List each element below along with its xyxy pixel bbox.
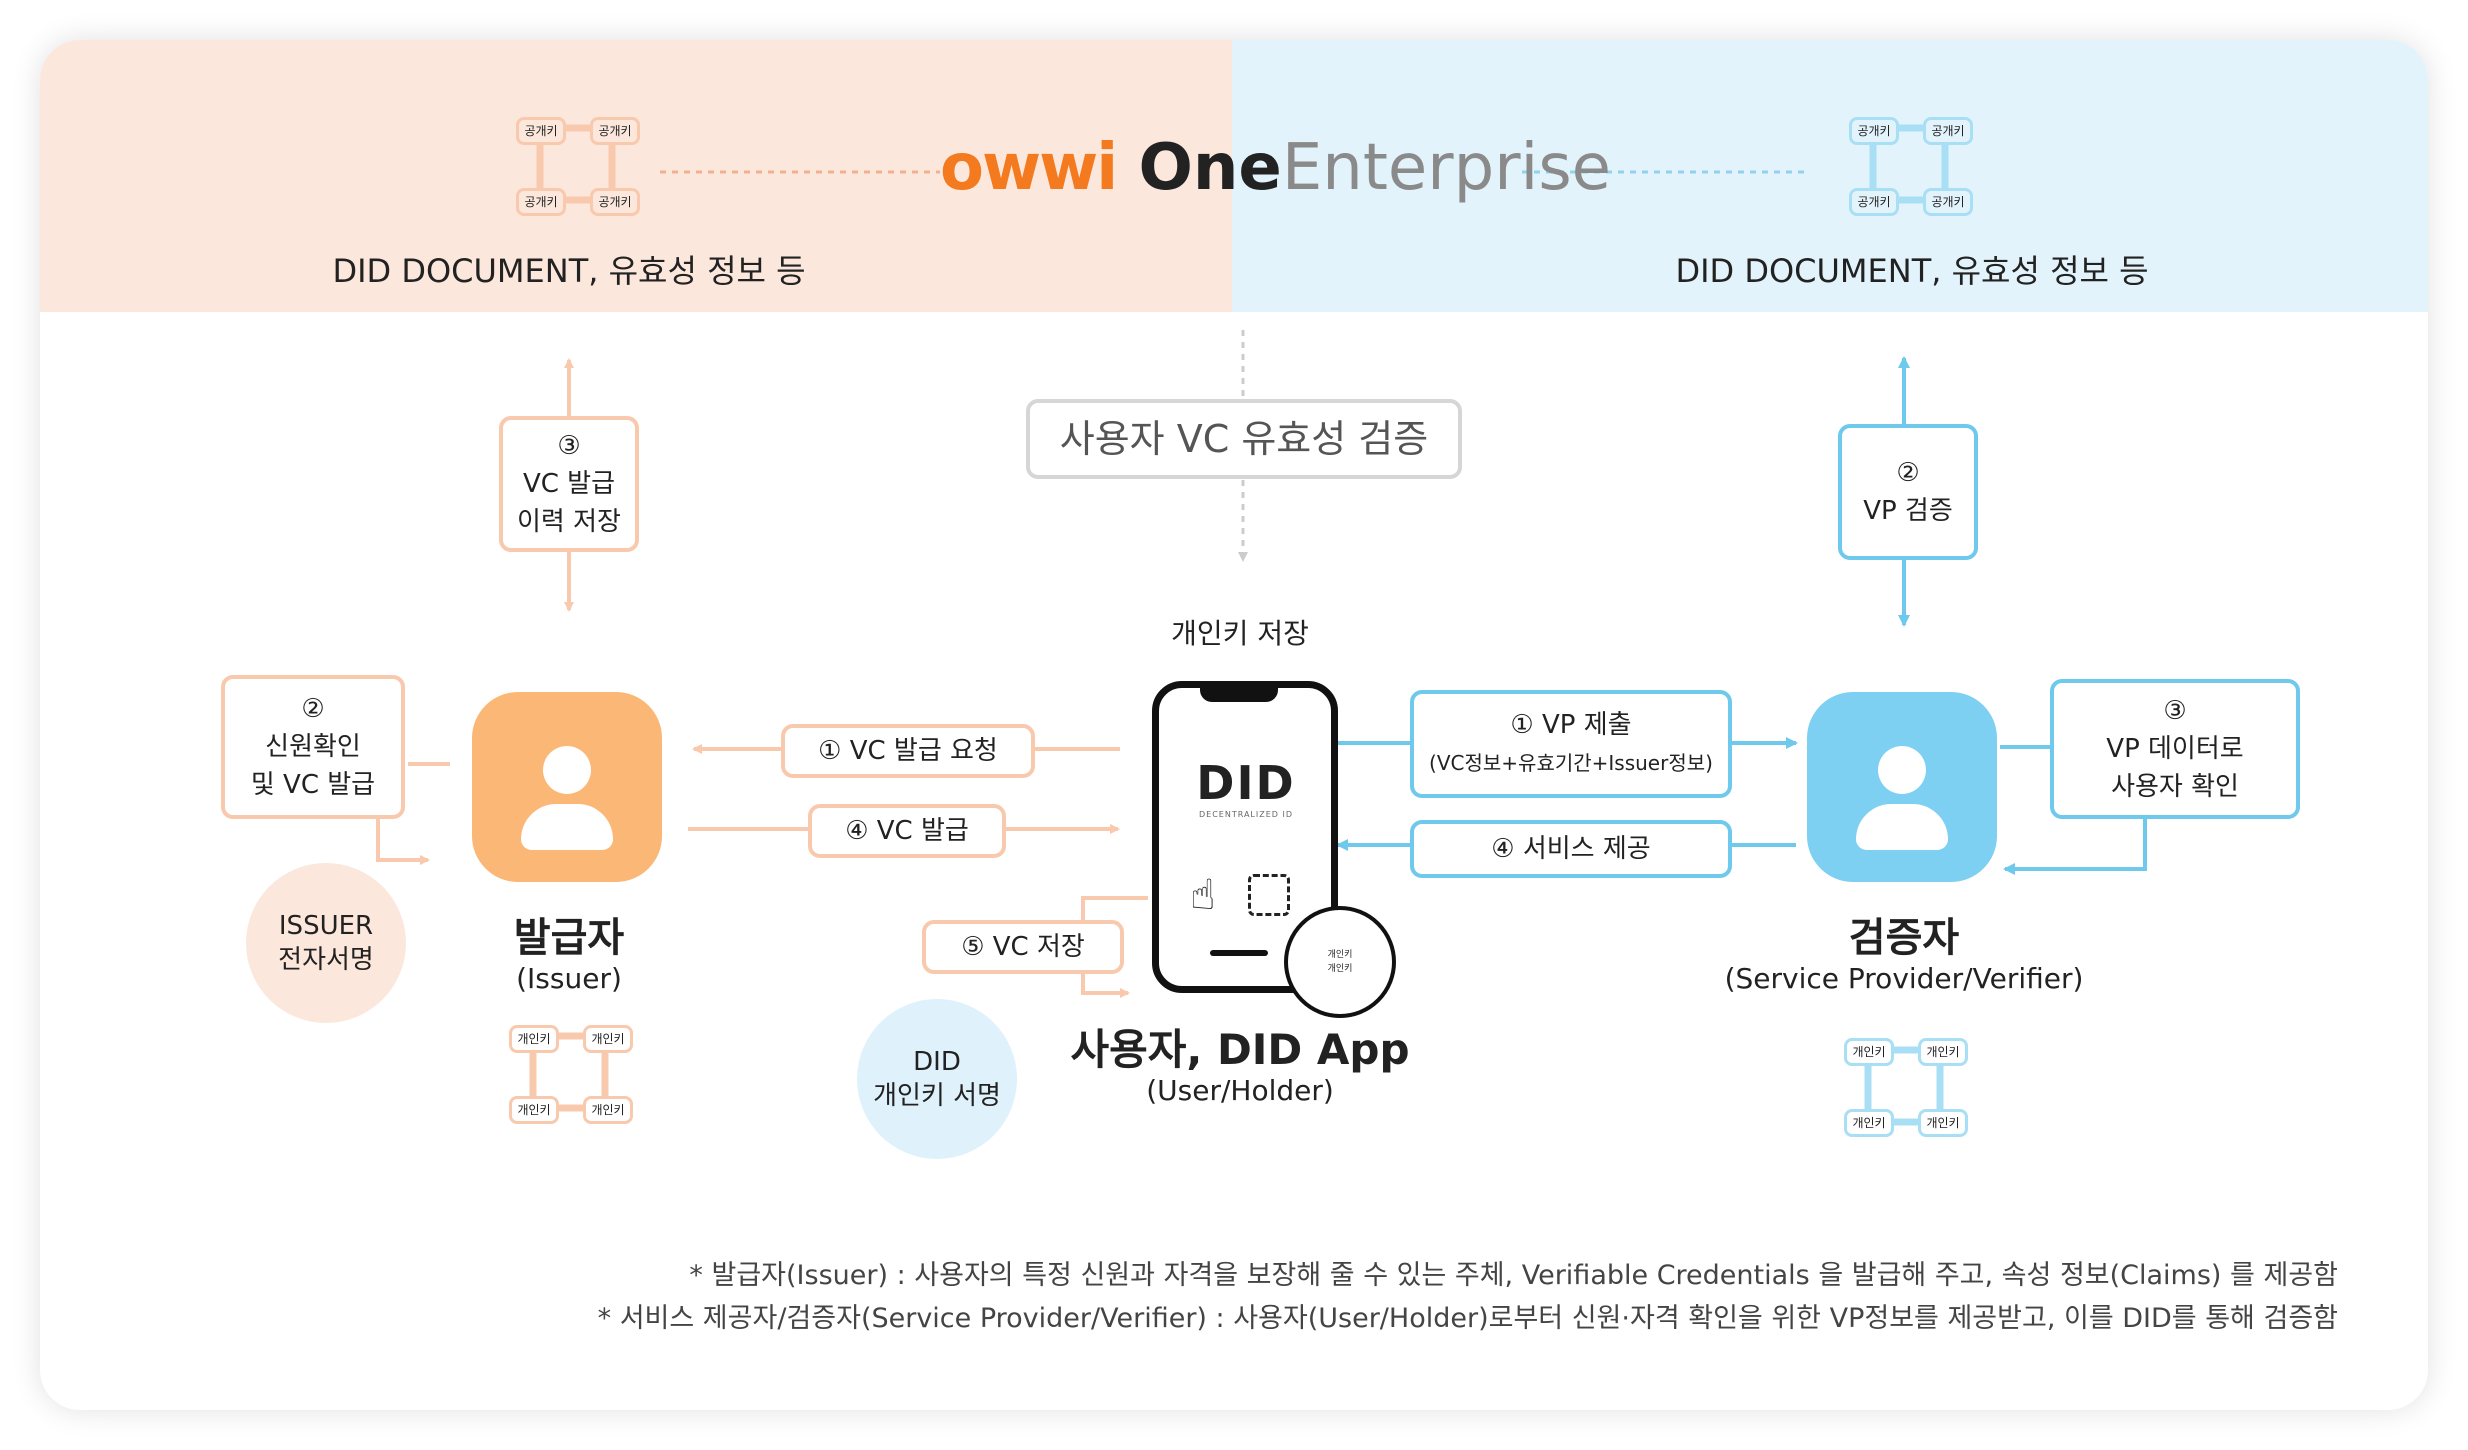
- logo-mark: owwi: [940, 131, 1118, 205]
- issuer-signature-badge: ISSUER 전자서명: [246, 863, 406, 1023]
- step-line: VP 데이터로: [2106, 734, 2244, 764]
- step-number: ③: [557, 431, 581, 461]
- did-app-logo-sub: DECENTRALIZED ID: [1198, 810, 1294, 819]
- private-key-chip: 개인키: [509, 1025, 559, 1053]
- step-line: 이력 저장: [517, 507, 621, 537]
- service-provide-label: ④ 서비스 제공: [1410, 820, 1732, 878]
- private-key-chip: 개인키: [1327, 950, 1353, 960]
- brand-logo: owwi OneEnterprise: [940, 128, 1611, 208]
- phone-home-bar: [1210, 950, 1268, 956]
- vc-issue-label: ④ VC 발급: [808, 804, 1006, 858]
- issuer-subtitle: (Issuer): [516, 962, 622, 995]
- did-app-logo: DID: [1196, 756, 1296, 810]
- issuer-ledger-band: [40, 40, 1232, 312]
- step-line: 사용자 확인: [2111, 772, 2239, 802]
- public-key-chip: 공개키: [1923, 117, 1973, 145]
- public-key-chip: 공개키: [516, 188, 566, 216]
- public-key-chip: 공개키: [590, 188, 640, 216]
- step-line: 신원확인: [265, 732, 361, 762]
- holder-subtitle: (User/Holder): [1146, 1074, 1334, 1107]
- public-key-chip: 공개키: [1849, 188, 1899, 216]
- badge-line: 개인키 서명: [873, 1081, 1001, 1111]
- logo-enterprise: Enterprise: [1281, 131, 1612, 205]
- badge-line: ISSUER: [278, 911, 374, 941]
- verifier-public-key-cluster: [1869, 124, 1949, 204]
- private-key-chip: 개인키: [583, 1025, 633, 1053]
- footnote-issuer: * 발급자(Issuer) : 사용자의 특정 신원과 자격을 보장해 줄 수 …: [689, 1260, 2338, 1291]
- vp-submit-detail: (VC정보+유효기간+Issuer정보): [1429, 751, 1713, 775]
- vp-submit-title: ① VP 제출: [1510, 710, 1632, 740]
- issuer-ledger-caption: DID DOCUMENT, 유효성 정보 등: [332, 252, 806, 290]
- verifier-step3-return-arrow: [2003, 816, 2147, 875]
- footnote-verifier: * 서비스 제공자/검증자(Service Provider/Verifier)…: [597, 1303, 2338, 1334]
- issuer-private-key-cluster: [529, 1032, 609, 1112]
- holder-key-store-caption: 개인키 저장: [1171, 617, 1309, 650]
- vc-store-label: ⑤ VC 저장: [922, 920, 1124, 974]
- public-key-chip: 공개키: [590, 117, 640, 145]
- badge-line: DID: [913, 1047, 961, 1077]
- issuer-person-icon: [472, 692, 662, 882]
- private-key-chip: 개인키: [1918, 1109, 1968, 1137]
- vc-validity-check-box: 사용자 VC 유효성 검증: [1026, 399, 1462, 479]
- holder-title: 사용자, DID App: [1070, 1025, 1410, 1074]
- issuer-step3-box: ③ VC 발급 이력 저장: [499, 416, 639, 552]
- private-key-chip: 개인키: [509, 1096, 559, 1124]
- step-line: VP 검증: [1863, 496, 1953, 526]
- private-key-chip: 개인키: [1918, 1038, 1968, 1066]
- verifier-step2-box: ② VP 검증: [1838, 424, 1978, 560]
- verifier-person-icon: [1807, 692, 1997, 882]
- logo-one: One: [1138, 131, 1282, 205]
- verifier-ledger-band: [1232, 40, 2428, 312]
- fingerprint-icon: ☝: [1190, 870, 1216, 919]
- public-key-chip: 공개키: [516, 117, 566, 145]
- diagram-card: [40, 40, 2428, 1410]
- issuer-step2-box: ② 신원확인 및 VC 발급: [221, 675, 405, 819]
- step-line: VC 발급: [522, 469, 616, 499]
- vp-submit-box: ① VP 제출 (VC정보+유효기간+Issuer정보): [1410, 690, 1732, 798]
- step-number: ②: [301, 694, 325, 724]
- private-key-chip: 개인키: [583, 1096, 633, 1124]
- issuer-title: 발급자: [513, 915, 625, 961]
- public-key-chip: 공개키: [1849, 117, 1899, 145]
- step-line: 및 VC 발급: [250, 770, 376, 800]
- badge-line: 전자서명: [278, 945, 374, 975]
- verifier-subtitle: (Service Provider/Verifier): [1724, 962, 2084, 995]
- issuer-step2-return-arrow: [376, 814, 430, 865]
- issuer-public-key-cluster: [536, 124, 616, 204]
- vc-request-label: ① VC 발급 요청: [781, 724, 1035, 778]
- phone-notch: [1200, 684, 1278, 702]
- verifier-title: 검증자: [1848, 915, 1960, 961]
- step-number: ②: [1896, 458, 1920, 488]
- private-key-chip: 개인키: [1844, 1109, 1894, 1137]
- private-key-chip: 개인키: [1327, 964, 1353, 974]
- holder-signature-badge: DID 개인키 서명: [857, 999, 1017, 1159]
- verifier-step3-box: ③ VP 데이터로 사용자 확인: [2050, 679, 2300, 819]
- step-number: ③: [2163, 696, 2187, 726]
- verifier-ledger-caption: DID DOCUMENT, 유효성 정보 등: [1675, 252, 2149, 290]
- face-id-icon: [1248, 874, 1290, 916]
- private-key-chip: 개인키: [1844, 1038, 1894, 1066]
- verifier-private-key-cluster: [1864, 1046, 1944, 1126]
- holder-private-key-badge: 개인키 개인키: [1284, 906, 1396, 1018]
- public-key-chip: 공개키: [1923, 188, 1973, 216]
